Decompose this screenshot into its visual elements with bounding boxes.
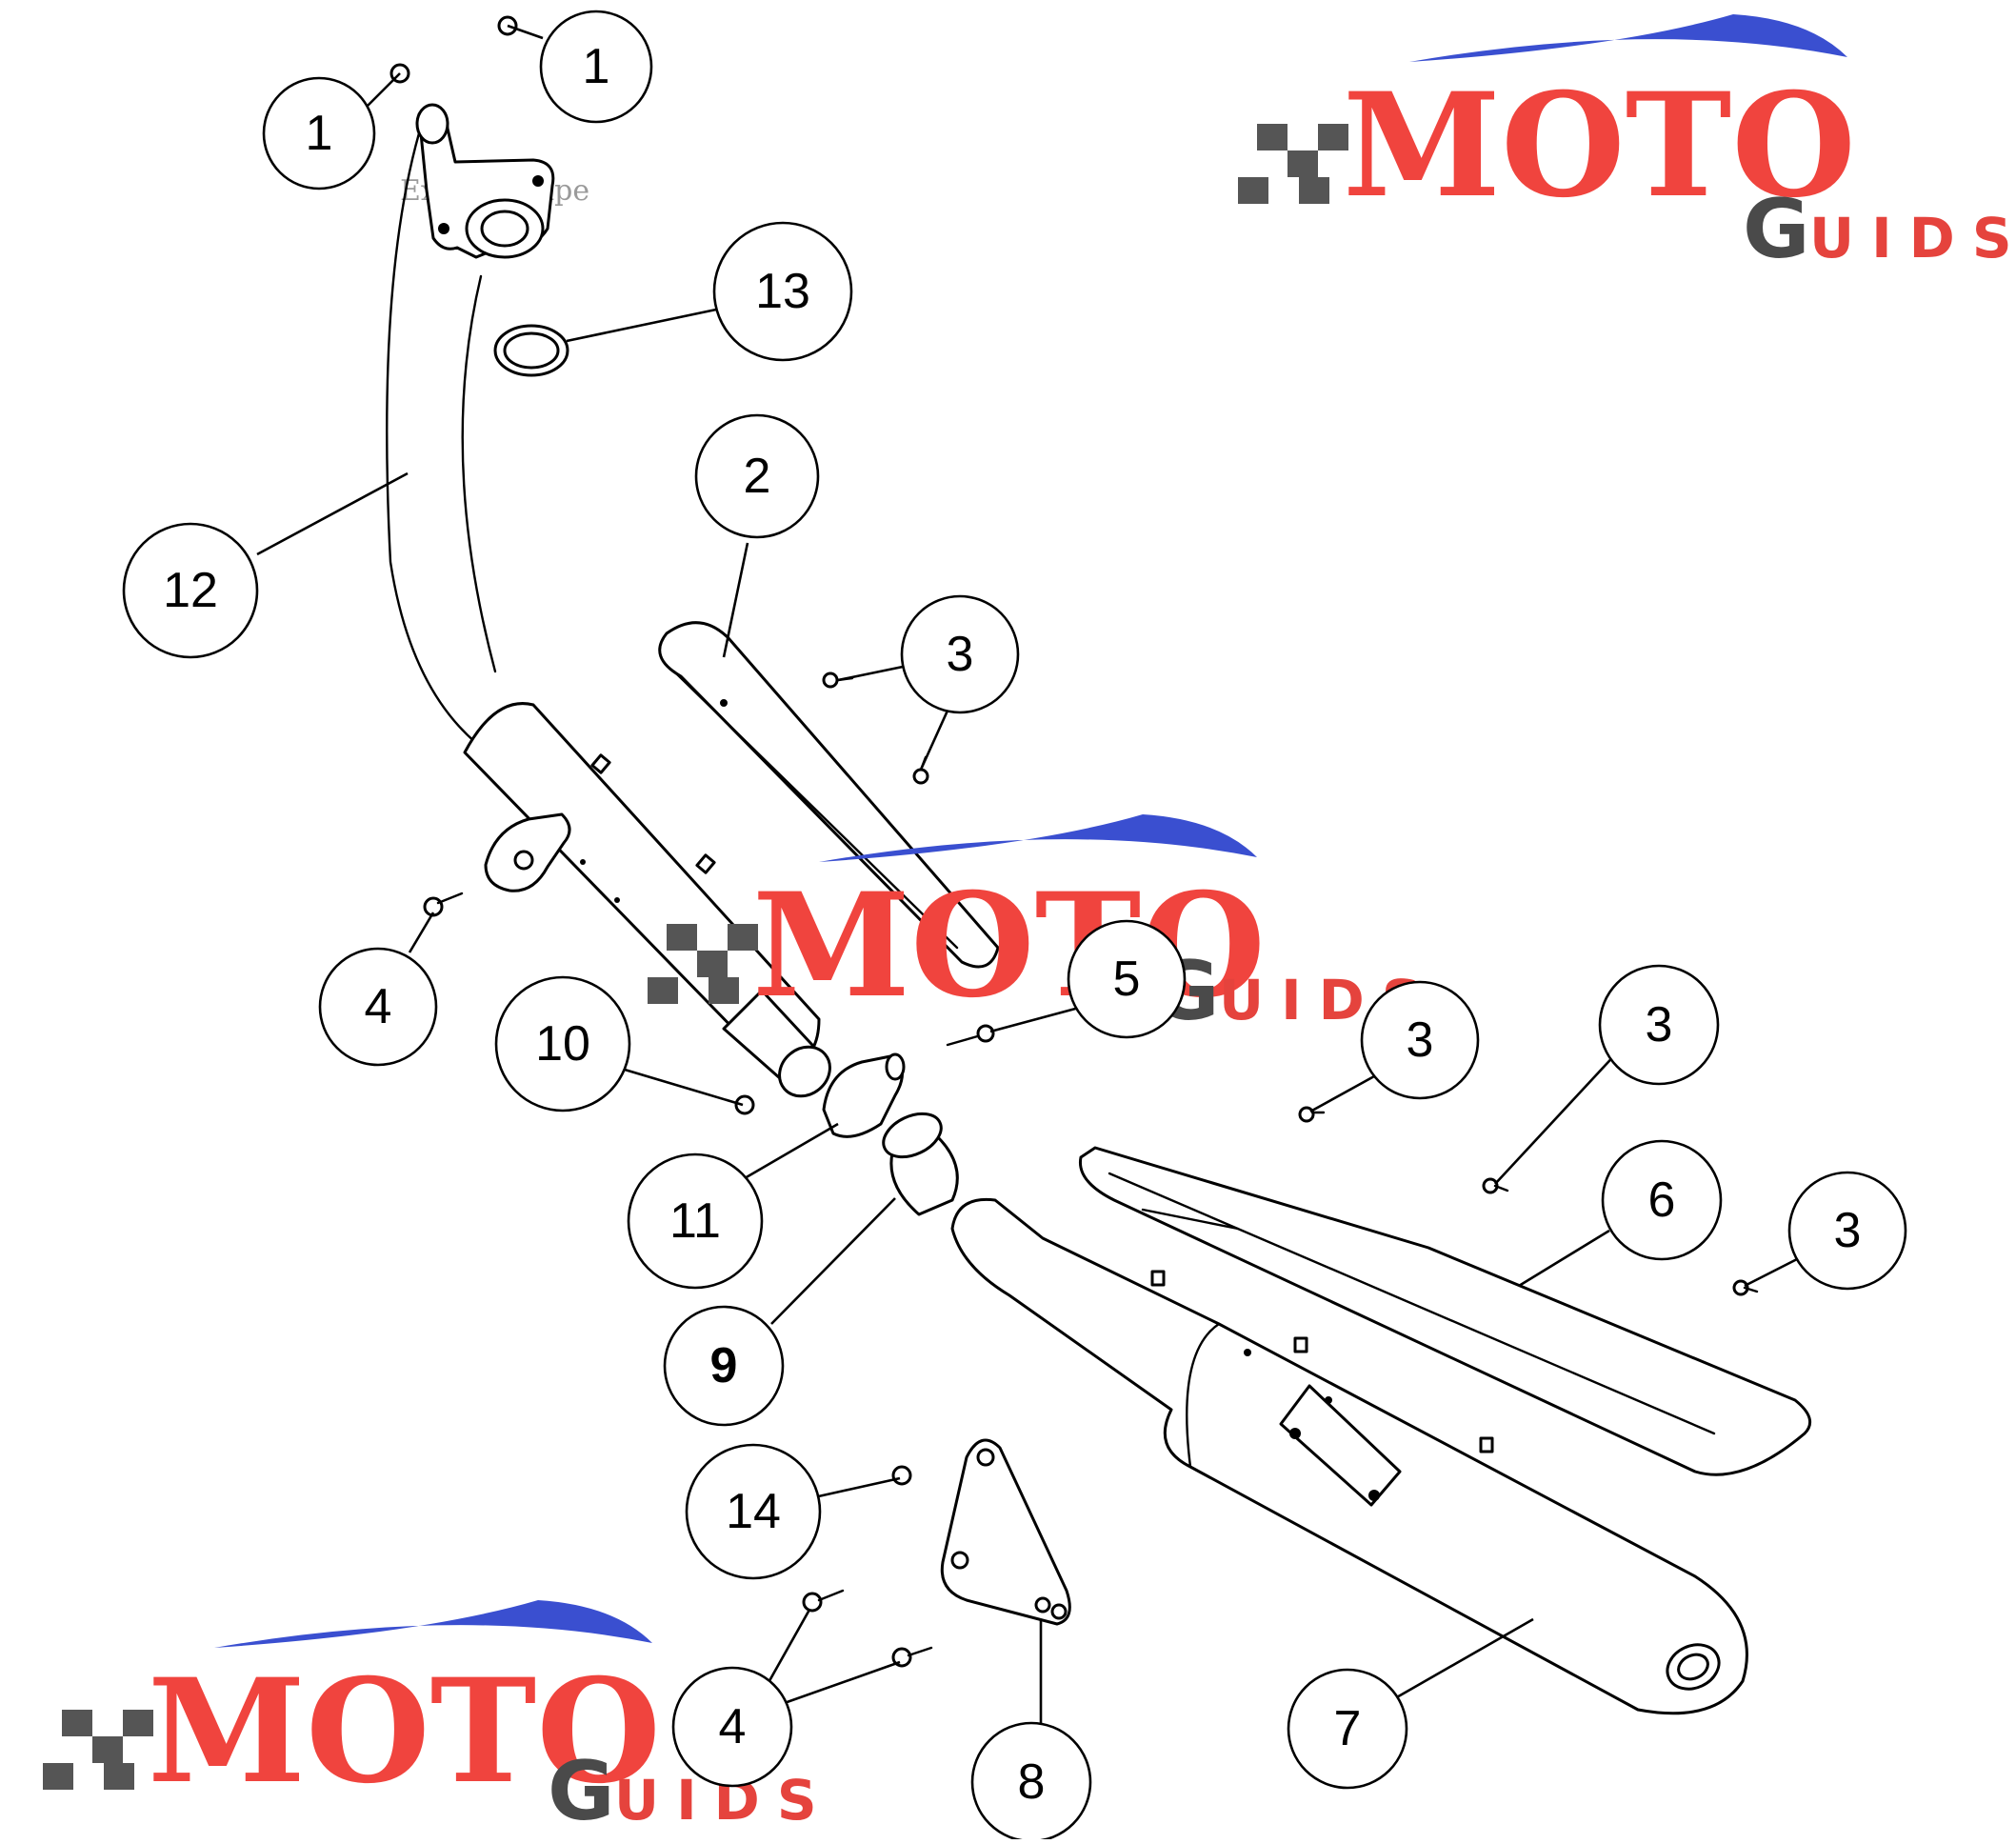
callout-9: 9 xyxy=(663,1305,785,1427)
bolt-4b xyxy=(802,1589,845,1613)
svg-text:4: 4 xyxy=(365,979,392,1034)
header-pipe xyxy=(386,103,831,1098)
svg-text:3: 3 xyxy=(947,627,974,682)
svg-text:5: 5 xyxy=(1113,952,1141,1007)
logo-brand-main: MOTO xyxy=(1343,62,1856,230)
svg-text:11: 11 xyxy=(669,1193,721,1249)
callout-14: 14 xyxy=(685,1443,822,1580)
svg-text:13: 13 xyxy=(755,264,810,319)
header-heat-shield xyxy=(658,621,1000,969)
svg-text:12: 12 xyxy=(163,563,218,618)
fasteners xyxy=(389,15,1759,1668)
svg-text:3: 3 xyxy=(1407,1012,1434,1068)
callout-2: 2 xyxy=(694,413,820,539)
callout-3b: 3 xyxy=(1360,980,1480,1100)
bolt-4c xyxy=(891,1646,933,1668)
nut-14 xyxy=(891,1465,912,1486)
callout-5: 5 xyxy=(1067,919,1187,1039)
nut-10 xyxy=(734,1094,755,1115)
callout-3d: 3 xyxy=(1787,1171,1907,1291)
callout-3c: 3 xyxy=(1598,964,1720,1086)
callout-4a: 4 xyxy=(318,947,438,1067)
callout-3a: 3 xyxy=(900,594,1020,714)
pipe-clamp xyxy=(822,1052,906,1138)
watermark-logo-bottom: MOTO G UIDS xyxy=(43,1600,817,1839)
callout-13: 13 xyxy=(712,221,853,362)
svg-text:3: 3 xyxy=(1834,1203,1862,1258)
callout-7: 7 xyxy=(1287,1668,1408,1790)
logo-brand-sub-initial: G xyxy=(548,1744,615,1839)
connector-sleeve xyxy=(882,1112,959,1216)
callout-4b: 4 xyxy=(671,1666,793,1788)
muffler-heat-shield xyxy=(1078,1146,1812,1476)
callout-6: 6 xyxy=(1601,1139,1723,1261)
svg-text:9: 9 xyxy=(710,1338,738,1393)
svg-text:6: 6 xyxy=(1648,1173,1676,1228)
screw-5 xyxy=(946,1024,995,1047)
svg-text:14: 14 xyxy=(726,1484,781,1539)
svg-text:7: 7 xyxy=(1334,1701,1362,1756)
checker-flag-icon xyxy=(43,1710,153,1790)
bolt-3c xyxy=(1298,1106,1326,1123)
callout-12: 12 xyxy=(122,522,259,659)
callout-1b: 1 xyxy=(539,10,653,124)
svg-text:2: 2 xyxy=(744,449,771,504)
watermark-logo-top: MOTO G UIDS xyxy=(1238,14,2016,277)
svg-text:3: 3 xyxy=(1646,997,1673,1052)
svg-text:1: 1 xyxy=(306,106,333,161)
bolt-3e xyxy=(1732,1279,1759,1296)
checker-flag-icon xyxy=(1238,124,1348,204)
mounting-bracket xyxy=(940,1438,1071,1626)
callout-1a: 1 xyxy=(262,76,376,190)
svg-text:4: 4 xyxy=(719,1699,747,1754)
gasket-ring xyxy=(493,324,569,377)
callout-11: 11 xyxy=(627,1152,764,1290)
logo-brand-main: MOTO xyxy=(148,1648,661,1815)
callout-10: 10 xyxy=(494,975,631,1112)
logo-brand-sub-initial: G xyxy=(1743,182,1810,277)
bolt-3d xyxy=(1482,1177,1509,1194)
watermark-logo-middle: MOTO G UIDS xyxy=(648,814,1422,1039)
checker-flag-icon xyxy=(648,924,758,1004)
svg-text:1: 1 xyxy=(583,39,610,94)
svg-text:8: 8 xyxy=(1018,1754,1046,1810)
callout-8: 8 xyxy=(970,1721,1092,1843)
muffler xyxy=(950,1197,1748,1715)
bolt-4a xyxy=(423,892,464,917)
callouts: 1 1 13 12 2 3 4 10 5 3 3 6 3 11 9 14 4 8… xyxy=(122,10,1907,1843)
logo-brand-sub: UIDS xyxy=(1809,206,2016,271)
svg-text:10: 10 xyxy=(535,1016,590,1072)
